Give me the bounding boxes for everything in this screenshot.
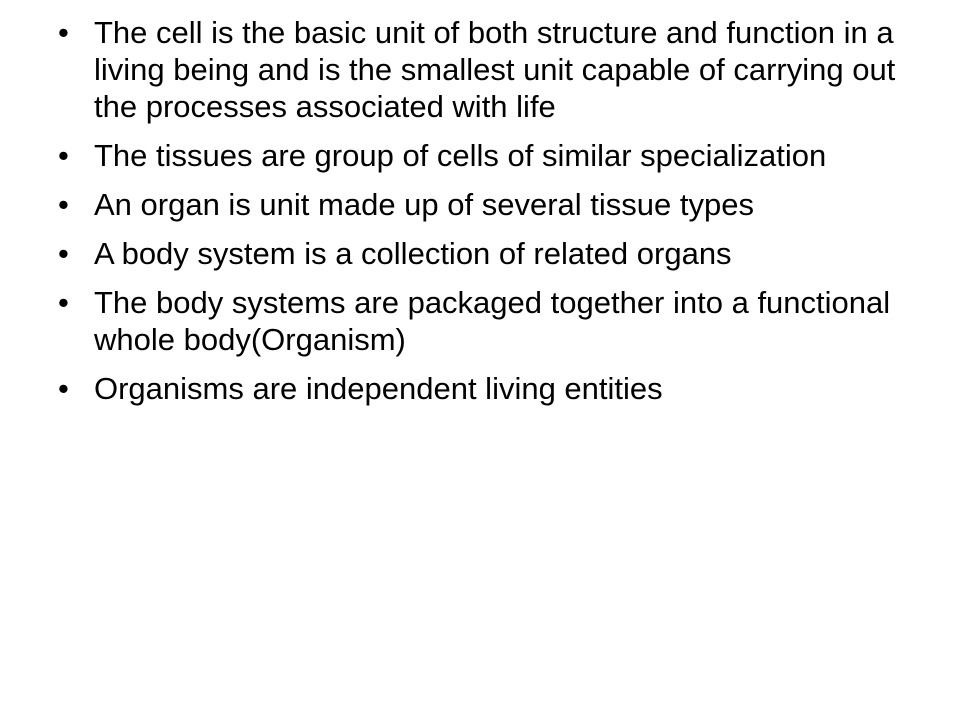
bullet-icon: • xyxy=(58,285,69,320)
bullet-icon: • xyxy=(58,371,69,406)
bullet-item-body-systems-packaged: • The body systems are packaged together… xyxy=(58,284,908,358)
bullet-icon: • xyxy=(58,236,69,271)
bullet-text: Organisms are independent living entitie… xyxy=(94,371,663,406)
bullet-item-organ: • An organ is unit made up of several ti… xyxy=(58,186,908,223)
bullet-icon: • xyxy=(58,15,69,50)
bullet-text: An organ is unit made up of several tiss… xyxy=(94,187,754,222)
bullet-item-cell: • The cell is the basic unit of both str… xyxy=(58,14,908,125)
bullet-text: The tissues are group of cells of simila… xyxy=(94,138,827,173)
bullet-item-tissues: • The tissues are group of cells of simi… xyxy=(58,137,908,174)
bullet-text: A body system is a collection of related… xyxy=(94,236,732,271)
bullet-icon: • xyxy=(58,138,69,173)
bullet-list: • The cell is the basic unit of both str… xyxy=(58,14,908,419)
bullet-item-body-system: • A body system is a collection of relat… xyxy=(58,235,908,272)
bullet-icon: • xyxy=(58,187,69,222)
bullet-item-organisms: • Organisms are independent living entit… xyxy=(58,370,908,407)
bullet-text: The cell is the basic unit of both struc… xyxy=(94,15,896,124)
bullet-text: The body systems are packaged together i… xyxy=(94,285,891,357)
